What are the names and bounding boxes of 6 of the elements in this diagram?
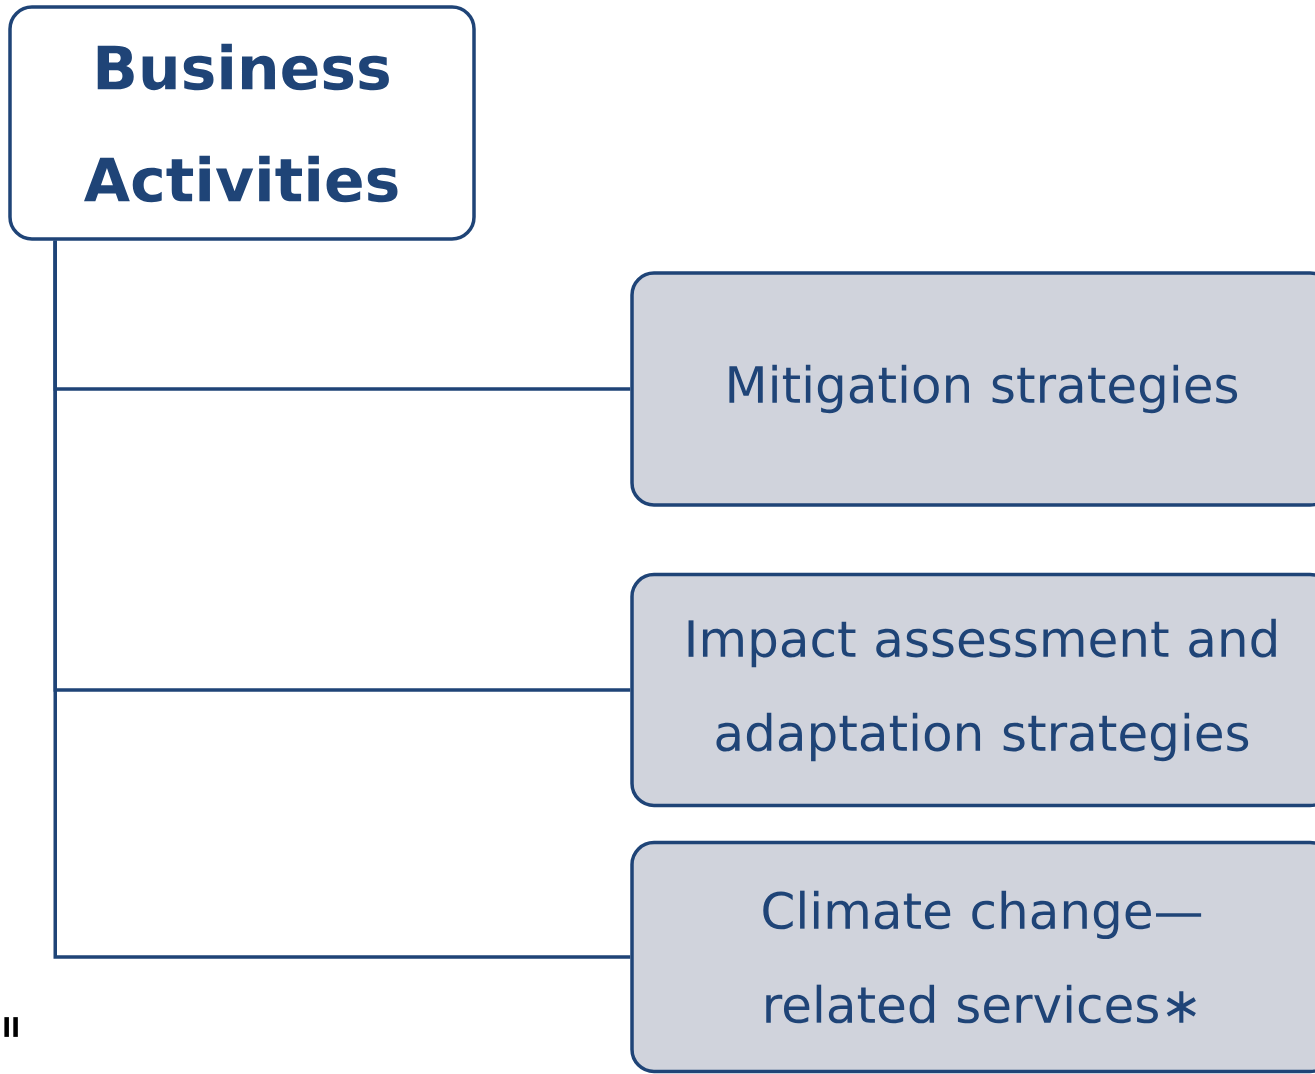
strategy-box: Climate change—related services∗ xyxy=(630,840,1315,1074)
strategy-box: Mitigation strategies xyxy=(630,271,1315,507)
connector-line xyxy=(53,240,631,959)
title-box: Business Activities xyxy=(8,5,476,241)
note-text: ll xyxy=(4,1017,18,1037)
strategy-box: Impact assessment and adaptation strategies xyxy=(630,572,1315,808)
